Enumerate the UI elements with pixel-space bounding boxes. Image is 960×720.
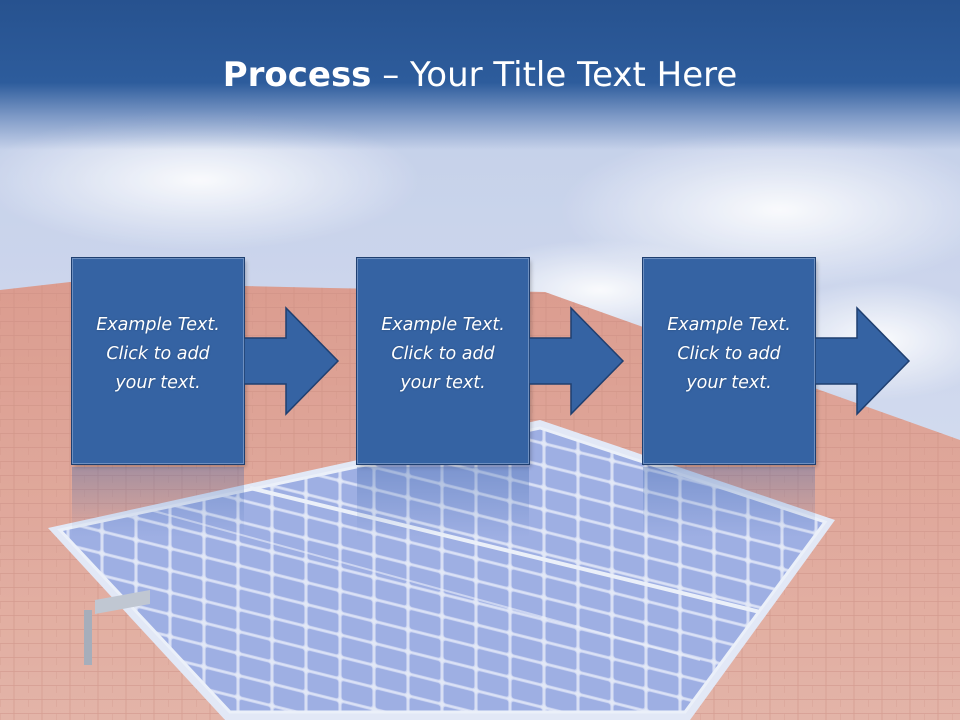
arrow-right-icon bbox=[529, 306, 625, 416]
process-step-2-text: Example Text. Click to add your text. bbox=[375, 311, 511, 398]
process-step-2-reflection bbox=[357, 467, 529, 537]
title-band bbox=[0, 0, 960, 150]
step-text-line: your text. bbox=[686, 372, 772, 393]
step-text-line: Click to add bbox=[106, 343, 210, 364]
arrow-right-icon bbox=[244, 306, 340, 416]
step-text-line: Click to add bbox=[677, 343, 781, 364]
step-text-line: your text. bbox=[115, 372, 201, 393]
slide-title-bold: Process bbox=[222, 55, 372, 95]
process-step-1-text: Example Text. Click to add your text. bbox=[90, 311, 226, 398]
process-step-3-box[interactable]: Example Text. Click to add your text. bbox=[643, 258, 815, 464]
slide-title-rest: – Your Title Text Here bbox=[371, 55, 738, 95]
process-step-1-reflection bbox=[72, 467, 244, 537]
step-text-line: Example Text. bbox=[381, 314, 505, 335]
process-step-3-reflection bbox=[643, 467, 815, 537]
step-text-line: your text. bbox=[400, 372, 486, 393]
process-step-1-box[interactable]: Example Text. Click to add your text. bbox=[72, 258, 244, 464]
arrow-right-icon bbox=[815, 306, 911, 416]
process-step-2-box[interactable]: Example Text. Click to add your text. bbox=[357, 258, 529, 464]
process-step-3-text: Example Text. Click to add your text. bbox=[661, 311, 797, 398]
slide-title[interactable]: Process – Your Title Text Here bbox=[0, 50, 960, 100]
step-text-line: Example Text. bbox=[96, 314, 220, 335]
step-text-line: Example Text. bbox=[667, 314, 791, 335]
step-text-line: Click to add bbox=[391, 343, 495, 364]
